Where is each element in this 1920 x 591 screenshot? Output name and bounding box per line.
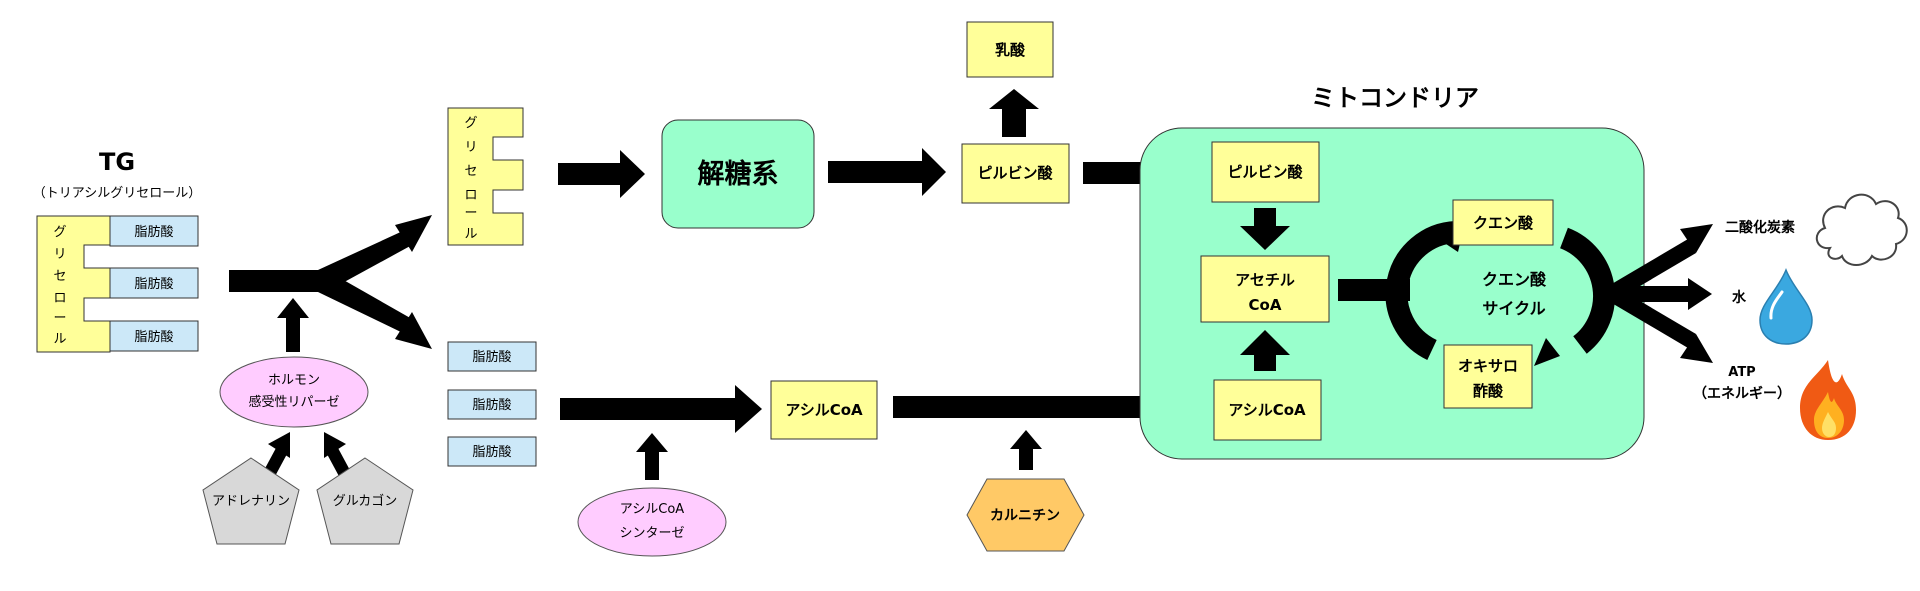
glycolysis-box bbox=[661, 119, 815, 229]
tg-fatty-acid-box bbox=[109, 320, 199, 352]
split-glycerol-char: ロ bbox=[464, 188, 477, 203]
glucagon-pentagon bbox=[316, 457, 414, 545]
carnitine-up-arrow bbox=[1010, 430, 1042, 470]
pyruvate-to-lactic-arrow bbox=[989, 89, 1039, 137]
citrate-box bbox=[1452, 199, 1554, 246]
acetyl-coa-label: CoA bbox=[1249, 296, 1282, 314]
cycle-label: クエン酸 bbox=[1482, 270, 1547, 289]
carnitine-label: カルニチン bbox=[990, 508, 1060, 524]
glycolysis-label: 解糖系 bbox=[698, 158, 779, 190]
lipase-label: 感受性リパーゼ bbox=[248, 394, 339, 410]
pyruvate-outside-box bbox=[961, 143, 1070, 204]
split-fatty-acid-box bbox=[447, 389, 537, 420]
mito-pyruvate-box bbox=[1211, 141, 1320, 203]
synthetase-label: シンターゼ bbox=[619, 526, 684, 541]
tg-subtitle: （トリアシルグリセロール） bbox=[33, 186, 201, 201]
tg-glycerol-char: セ bbox=[53, 269, 66, 284]
output-arrows bbox=[1610, 224, 1713, 363]
tg-fatty-acid-label: 脂肪酸 bbox=[134, 329, 173, 345]
atp-label: ATP bbox=[1728, 365, 1755, 380]
acylcoa-outside-box bbox=[770, 380, 878, 440]
tg-fatty-acid-box bbox=[109, 215, 199, 247]
split-glycerol-backbone bbox=[447, 107, 524, 246]
tg-glycerol-char: ロ bbox=[53, 291, 66, 306]
lactic-acid-label: 乳酸 bbox=[995, 41, 1026, 59]
adrenaline-label: アドレナリン bbox=[212, 494, 290, 509]
tg-fatty-acid-label: 脂肪酸 bbox=[134, 224, 173, 240]
lactic-acid-box bbox=[966, 21, 1054, 78]
tg-glycerol-char: ー bbox=[53, 311, 66, 326]
co2-label: 二酸化炭素 bbox=[1725, 219, 1795, 236]
water-drop-icon bbox=[1759, 267, 1813, 345]
synthetase-label: アシルCoA bbox=[620, 502, 685, 517]
split-fatty-acid-label: 脂肪酸 bbox=[472, 349, 511, 365]
tg-glycerol-char: ル bbox=[53, 332, 66, 347]
tg-molecule: グ リ セ ロ ー ル 脂肪酸 脂肪酸 脂肪酸 bbox=[36, 215, 199, 353]
tg-fatty-acid-box bbox=[109, 267, 199, 299]
cloud-icon bbox=[1815, 193, 1908, 266]
tg-glycerol-char: グ bbox=[53, 225, 66, 240]
atp-label: （エネルギー） bbox=[1693, 385, 1791, 402]
oxaloacetate-label: 酢酸 bbox=[1473, 382, 1504, 400]
cycle-right-arc bbox=[1534, 227, 1616, 366]
synthetase-ellipse bbox=[577, 487, 727, 557]
lipase-label: ホルモン bbox=[268, 373, 320, 388]
tg-glycerol-char: リ bbox=[53, 247, 66, 262]
split-fatty-acid-box bbox=[447, 341, 537, 372]
mito-acylcoa-box bbox=[1213, 379, 1322, 441]
split-glycerol-char: グ bbox=[464, 116, 477, 131]
synthetase-up-arrow bbox=[636, 433, 668, 480]
carnitine-hexagon bbox=[966, 478, 1085, 552]
citrate-label: クエン酸 bbox=[1473, 214, 1534, 232]
hormone-arrows bbox=[262, 432, 352, 480]
split-glycerol-char: セ bbox=[464, 164, 477, 179]
oxaloacetate-box bbox=[1443, 344, 1533, 409]
split-fatty-acid-label: 脂肪酸 bbox=[472, 397, 511, 413]
adrenaline-pentagon bbox=[202, 457, 300, 545]
tg-fatty-acid-label: 脂肪酸 bbox=[134, 276, 173, 292]
fire-icon bbox=[1800, 360, 1856, 440]
mitochondria-title: ミトコンドリア bbox=[1311, 84, 1479, 112]
tg-glycerol-backbone bbox=[36, 215, 111, 353]
oxaloacetate-label: オキサロ bbox=[1458, 357, 1518, 375]
split-glycerol-char: ル bbox=[464, 227, 477, 242]
cycle-label: サイクル bbox=[1482, 299, 1545, 318]
acetyl-coa-label: アセチル bbox=[1235, 271, 1295, 289]
lipase-up-arrow bbox=[277, 298, 309, 352]
acyl-to-acetyl-arrow bbox=[1240, 330, 1290, 371]
split-glycerol-char: リ bbox=[464, 140, 477, 155]
pyruvate-to-acetyl-arrow bbox=[1240, 208, 1290, 250]
split-fatty-acid-box bbox=[447, 436, 537, 467]
tg-title: TG bbox=[99, 148, 135, 176]
lipase-ellipse bbox=[219, 356, 369, 428]
acylcoa-outside-label: アシルCoA bbox=[785, 401, 863, 419]
water-label: 水 bbox=[1732, 289, 1747, 306]
mito-acylcoa-label: アシルCoA bbox=[1228, 401, 1306, 419]
split-arrow bbox=[229, 215, 432, 349]
mito-pyruvate-label: ピルビン酸 bbox=[1227, 163, 1303, 181]
split-fatty-acid-label: 脂肪酸 bbox=[472, 444, 511, 460]
glycolysis-to-pyruvate-arrow bbox=[828, 148, 946, 196]
glucagon-label: グルカゴン bbox=[333, 493, 398, 509]
split-glycerol-char: ー bbox=[464, 206, 477, 221]
pyruvate-outside-label: ピルビン酸 bbox=[977, 164, 1053, 182]
acetyl-coa-box bbox=[1200, 255, 1330, 323]
glycerol-to-glycolysis-arrow bbox=[558, 150, 645, 198]
fattyacid-to-acylcoa-arrow bbox=[560, 385, 762, 433]
